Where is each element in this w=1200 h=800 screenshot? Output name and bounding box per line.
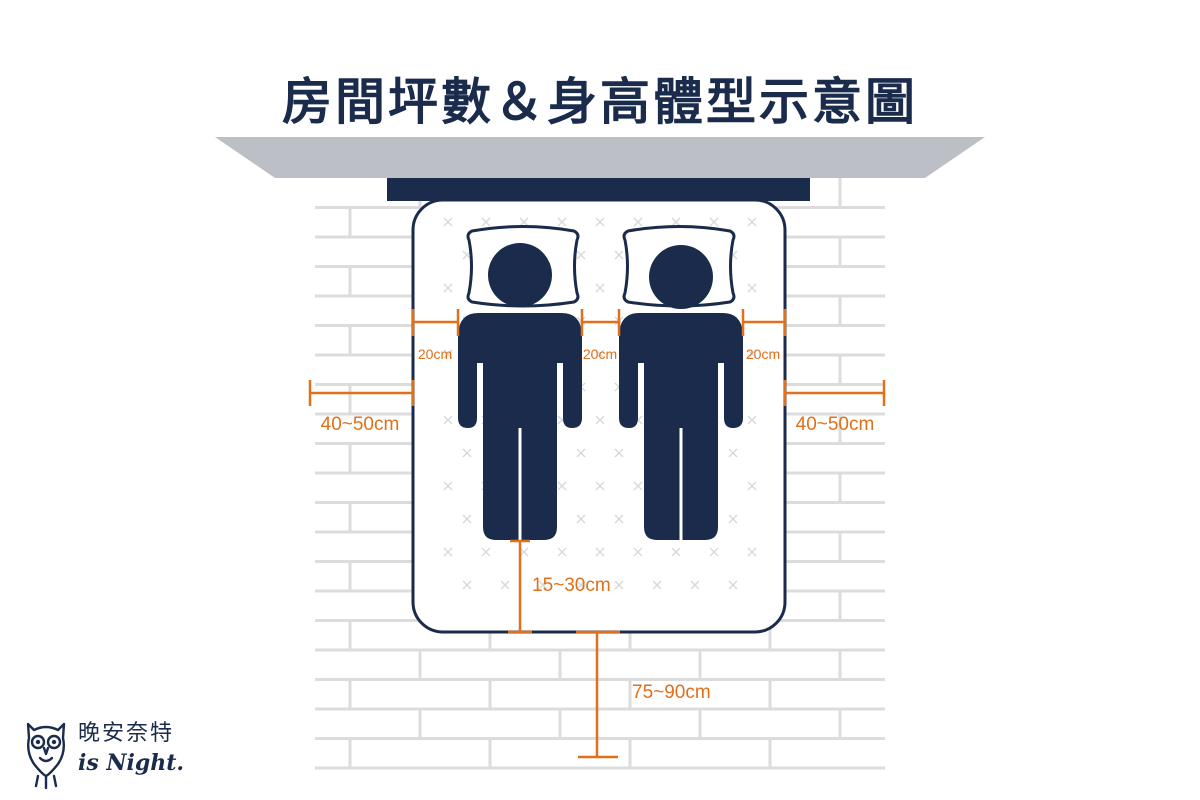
label-side-right: 40~50cm [796,414,875,435]
headboard [387,178,810,201]
brand-logo: 晚安奈特 is Night. [20,712,190,792]
wall-top [215,137,985,178]
dimension-lines [308,309,886,759]
diagram-title: 房間坪數＆身高體型示意圖 [282,72,918,131]
brand-name-english: is Night. [78,750,185,776]
brand-name-chinese: 晚安奈特 [78,721,175,746]
person-right [619,245,743,540]
label-gap-right: 20cm [746,346,780,362]
owl-icon [26,722,66,790]
label-gap-middle: 20cm [583,346,617,362]
label-side-left: 40~50cm [321,414,400,435]
label-gap-left: 20cm [418,346,452,362]
person-left [458,243,582,540]
label-foot-clearance: 75~90cm [632,682,711,703]
label-foot-inside: 15~30cm [532,575,611,596]
